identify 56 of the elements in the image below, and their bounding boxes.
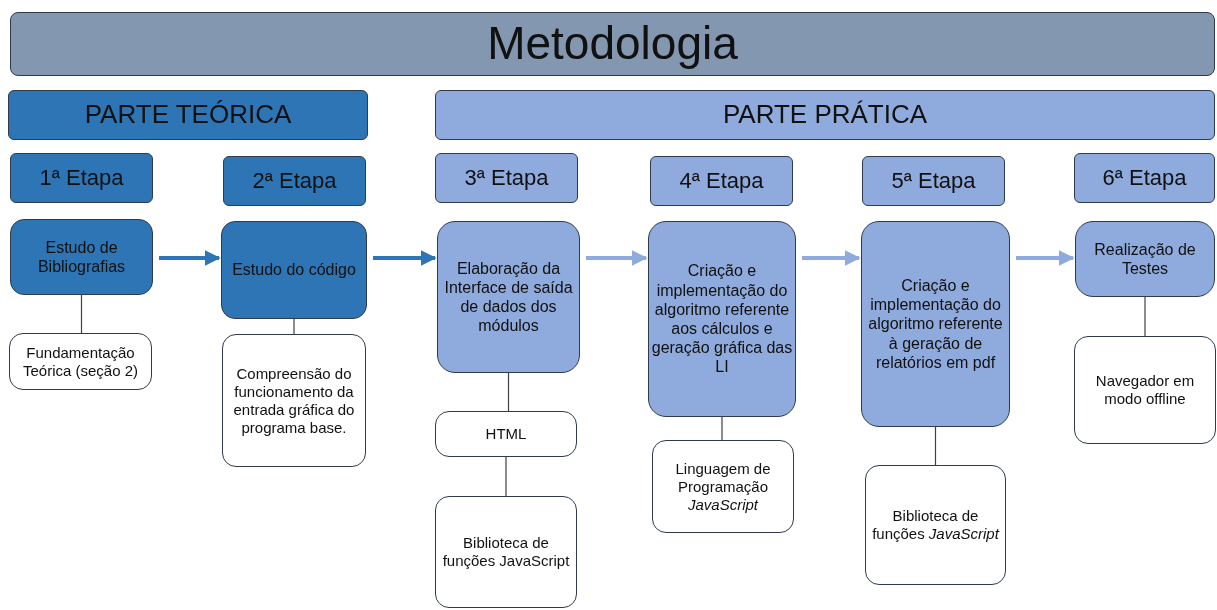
stage-box [1074, 153, 1215, 203]
stage-box [10, 153, 153, 203]
note-box [435, 411, 577, 457]
arrow [373, 250, 437, 266]
process-text: Criação e implementação do algoritmo referente aos cálculos e geração gráfica das LI [650, 261, 794, 377]
note-text: Biblioteca de funções JavaScript [871, 507, 1001, 543]
note-text: HTML [485, 425, 527, 443]
stage-label: 2ª Etapa [252, 167, 337, 195]
connector-line [507, 372, 510, 412]
stage-label: 4ª Etapa [679, 167, 764, 195]
stage-box [650, 156, 793, 206]
connector-line [505, 456, 507, 497]
process-box [221, 221, 367, 319]
arrow [159, 250, 221, 266]
note-box [9, 333, 152, 390]
note-text: Linguagem de Programação JavaScript [674, 459, 772, 514]
section-title: PARTE TEÓRICA [84, 99, 292, 131]
process-text: Realização de Testes [1093, 239, 1197, 279]
section-title: PARTE PRÁTICA [722, 99, 928, 131]
note-text: Navegador em modo offline [1094, 372, 1196, 408]
connector-line [721, 416, 723, 441]
note-text: Fundamentação Teórica (seção 2) [21, 343, 140, 380]
arrow [1016, 250, 1075, 266]
note-box [865, 465, 1006, 585]
process-text: Estudo de Bibliografias [36, 237, 127, 277]
stage-label: 1ª Etapa [39, 164, 124, 192]
note-text: Biblioteca de funções JavaScript [441, 534, 571, 570]
process-box [648, 221, 796, 417]
note-text: Compreensão do funcionamento da entrada gráfica do programa base. [232, 364, 356, 437]
stage-box [223, 156, 366, 206]
process-text: Estudo do código [232, 260, 356, 280]
process-box [1075, 221, 1215, 297]
connector-line [293, 318, 295, 335]
process-box [10, 219, 153, 295]
arrow [586, 250, 648, 266]
section-header [435, 90, 1215, 140]
stage-box [862, 156, 1005, 206]
note-box [1074, 336, 1216, 444]
stage-label: 3ª Etapa [464, 164, 549, 192]
section-header [8, 90, 368, 140]
process-text: Elaboração da Interface de saída de dados dos módulos [443, 258, 574, 336]
stage-label: 6ª Etapa [1102, 164, 1187, 192]
stage-label: 5ª Etapa [891, 167, 976, 195]
stage-box [435, 153, 578, 203]
process-text: Criação e implementação do algoritmo referente à geração de relatórios em pdf [867, 276, 1004, 372]
connector-line [1144, 296, 1146, 337]
connector-line [934, 426, 937, 466]
process-box [437, 221, 580, 373]
arrow [802, 250, 861, 266]
title-text: Metodologia [487, 16, 738, 72]
process-box [861, 221, 1010, 427]
title-banner [10, 12, 1215, 76]
note-box [652, 440, 794, 533]
note-box [222, 334, 366, 467]
connector-line [80, 294, 83, 334]
note-box [435, 496, 577, 608]
